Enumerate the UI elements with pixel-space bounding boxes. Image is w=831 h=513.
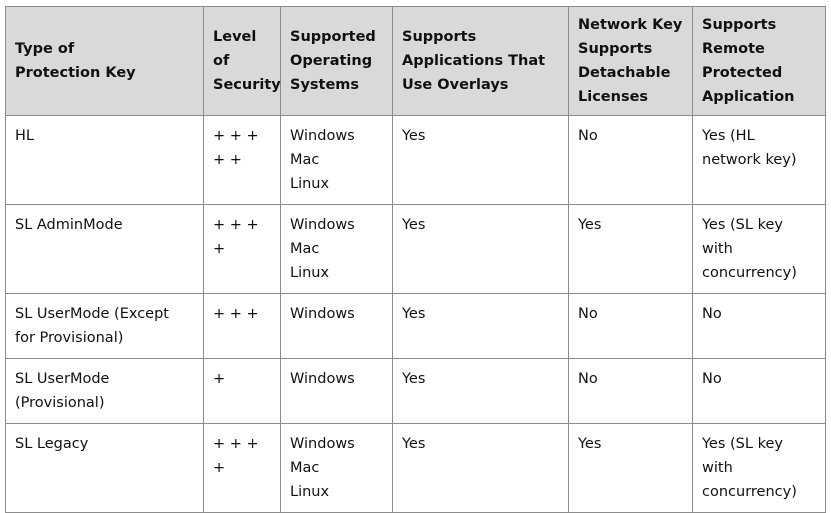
protection-key-comparison-table: Type of Protection Key Level of Security… <box>5 6 826 513</box>
cell-overlays: Yes <box>392 358 569 424</box>
cell-security-level: + + + <box>203 293 281 359</box>
header-remote-protected-application: Supports Remote Protected Application <box>692 6 826 116</box>
table-row: SL Legacy + + + + Windows Mac Linux Yes … <box>5 423 826 513</box>
cell-remote: No <box>692 358 826 424</box>
cell-key-type: HL <box>5 115 204 205</box>
header-label: Supports Remote Protected Application <box>702 17 795 105</box>
header-supports-overlays: Supports Applications That Use Overlays <box>392 6 569 116</box>
header-label: Level of Security <box>213 29 281 93</box>
cell-security-level: + + + + + <box>203 115 281 205</box>
cell-remote: Yes (SL key with concurrency) <box>692 423 826 513</box>
cell-operating-systems: Windows Mac Linux <box>280 204 393 294</box>
cell-remote: Yes (HL network key) <box>692 115 826 205</box>
header-label: Supported Operating Systems <box>290 29 376 93</box>
header-detachable-licenses: Network Key Supports Detachable Licenses <box>568 6 693 116</box>
header-label: Network Key Supports Detachable Licenses <box>578 17 683 105</box>
cell-remote: Yes (SL key with concurrency) <box>692 204 826 294</box>
table-row: SL AdminMode + + + + Windows Mac Linux Y… <box>5 204 826 294</box>
cell-detachable: No <box>568 358 693 424</box>
cell-remote: No <box>692 293 826 359</box>
cell-security-level: + <box>203 358 281 424</box>
cell-key-type: SL UserMode (Provisional) <box>5 358 204 424</box>
header-level-of-security: Level of Security <box>203 6 281 116</box>
table-header-row: Type of Protection Key Level of Security… <box>5 6 826 116</box>
header-type-of-protection-key: Type of Protection Key <box>5 6 204 116</box>
cell-overlays: Yes <box>392 204 569 294</box>
cell-key-type: SL Legacy <box>5 423 204 513</box>
cell-detachable: Yes <box>568 204 693 294</box>
cell-key-type: SL AdminMode <box>5 204 204 294</box>
cell-detachable: No <box>568 293 693 359</box>
cell-operating-systems: Windows <box>280 293 393 359</box>
cell-operating-systems: Windows <box>280 358 393 424</box>
cell-key-type: SL UserMode (Except for Provisional) <box>5 293 204 359</box>
cell-overlays: Yes <box>392 115 569 205</box>
cell-security-level: + + + + <box>203 204 281 294</box>
table-row: SL UserMode (Provisional) + Windows Yes … <box>5 358 826 424</box>
cell-detachable: No <box>568 115 693 205</box>
table-row: SL UserMode (Except for Provisional) + +… <box>5 293 826 359</box>
cell-security-level: + + + + <box>203 423 281 513</box>
header-label: Supports Applications That Use Overlays <box>402 29 546 93</box>
cell-operating-systems: Windows Mac Linux <box>280 423 393 513</box>
cell-overlays: Yes <box>392 423 569 513</box>
header-label: Type of Protection Key <box>15 41 136 81</box>
cell-overlays: Yes <box>392 293 569 359</box>
cell-detachable: Yes <box>568 423 693 513</box>
cell-operating-systems: Windows Mac Linux <box>280 115 393 205</box>
table-row: HL + + + + + Windows Mac Linux Yes No Ye… <box>5 115 826 205</box>
header-supported-operating-systems: Supported Operating Systems <box>280 6 393 116</box>
